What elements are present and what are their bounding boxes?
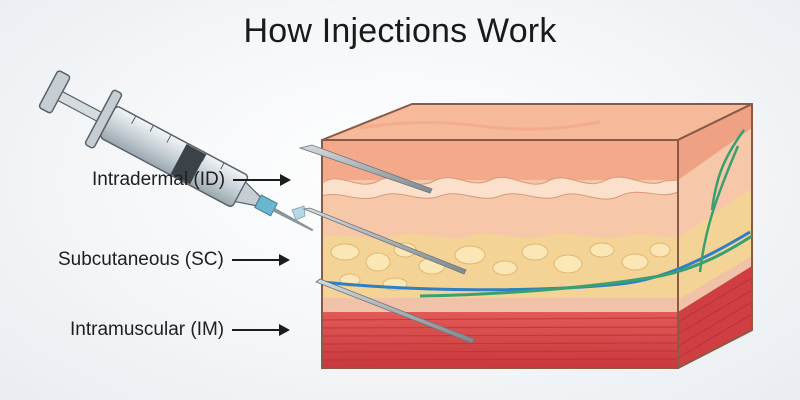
intramuscular-needle xyxy=(315,278,475,344)
subcutaneous-label: Subcutaneous (SC) xyxy=(58,249,224,270)
subcutaneous-arrow xyxy=(231,254,290,266)
intradermal-label-row: Intradermal (ID) xyxy=(92,169,292,191)
intramuscular-label: Intramuscular (IM) xyxy=(70,319,225,340)
fat-lobules xyxy=(330,242,671,291)
intramuscular-label-row: Intramuscular (IM) xyxy=(70,319,291,341)
nerve-fiber xyxy=(419,234,753,298)
intradermal-arrow xyxy=(233,174,292,186)
intradermal-needle xyxy=(298,144,433,194)
intramuscular-arrow xyxy=(232,324,291,336)
diagram-title: How Injections Work xyxy=(243,12,557,50)
intradermal-label: Intradermal (ID) xyxy=(92,169,226,190)
muscle-fibers xyxy=(321,317,679,361)
nerve-branch xyxy=(698,129,746,273)
syringe xyxy=(38,70,314,232)
subcutaneous-needle xyxy=(291,205,467,275)
subcutaneous-label-row: Subcutaneous (SC) xyxy=(58,249,290,271)
